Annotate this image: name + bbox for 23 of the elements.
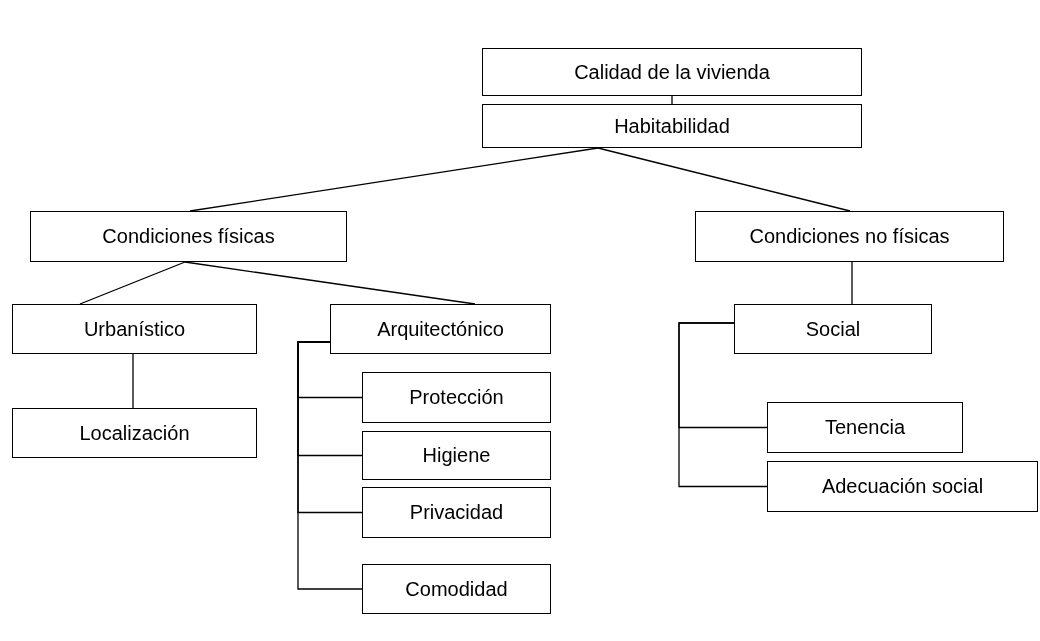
connector-line — [189, 147, 599, 212]
connector-line — [132, 353, 134, 409]
text-box: Condiciones físicas — [30, 211, 347, 262]
text-box: Localización — [12, 408, 257, 458]
connector-line — [79, 261, 186, 305]
text-box: Tenencia — [767, 402, 963, 453]
connector-line — [851, 261, 853, 305]
connector-line — [597, 147, 851, 212]
connector-line — [184, 261, 476, 305]
text-box: Comodidad — [362, 564, 551, 614]
text-box: Condiciones no físicas — [695, 211, 1004, 262]
connector-line — [671, 95, 673, 105]
connector-line — [678, 322, 768, 488]
text-box: Protección — [362, 372, 551, 423]
text-box: Adecuación social — [767, 461, 1038, 512]
text-box: Habitabilidad — [482, 104, 862, 148]
text-box: Calidad de la vivienda — [482, 48, 862, 96]
text-box: Urbanístico — [12, 304, 257, 354]
text-box: Arquitectónico — [330, 304, 551, 354]
text-box: Social — [734, 304, 932, 354]
connector-line — [297, 341, 363, 590]
text-box: Privacidad — [362, 487, 551, 538]
text-box: Higiene — [362, 431, 551, 480]
